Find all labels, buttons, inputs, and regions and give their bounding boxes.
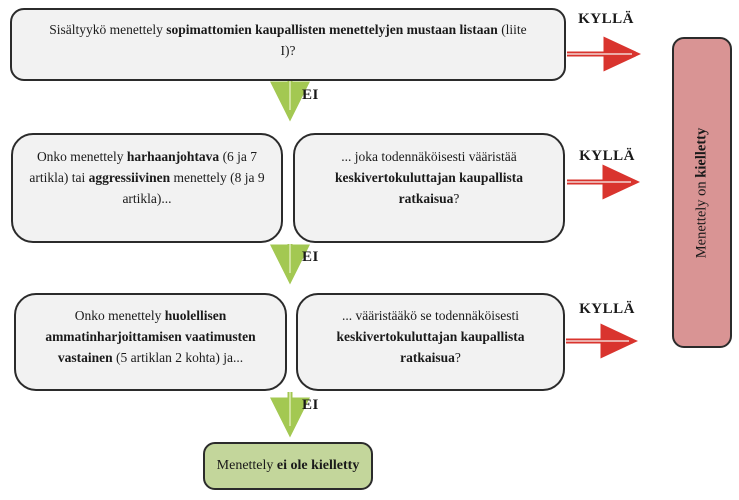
question-box-misleading-aggressive-text: Onko menettely harhaanjohtava (6 ja 7 ar… [29, 149, 265, 206]
allowed-result-text: Menettely ei ole kielletty [216, 458, 360, 473]
no-label-2: EI [302, 249, 319, 265]
no-label-3: EI [302, 397, 319, 413]
yes-label-3: KYLLÄ [579, 301, 635, 317]
question-box-distorts-decision: ... joka todennäköisesti vääristää keski… [293, 133, 565, 243]
question-box-professional-diligence: Onko menettely huolellisen ammatinharjoi… [14, 293, 287, 391]
question-box-misleading-aggressive: Onko menettely harhaanjohtava (6 ja 7 ar… [11, 133, 283, 243]
question-box-distorts-decision-text: ... joka todennäköisesti vääristää keski… [335, 149, 523, 206]
yes-label-1: KYLLÄ [578, 11, 634, 27]
forbidden-result-box: Menettely on kielletty [672, 37, 732, 348]
question-box-professional-diligence-text: Onko menettely huolellisen ammatinharjoi… [45, 308, 256, 365]
question-box-likely-distorts-text: ... vääristääkö se todennäköisesti keski… [336, 308, 525, 365]
allowed-result-box: Menettely ei ole kielletty [203, 442, 373, 490]
question-box-blacklist: Sisältyykö menettely sopimattomien kaupa… [10, 8, 566, 81]
question-box-blacklist-text: Sisältyykö menettely sopimattomien kaupa… [49, 22, 527, 58]
yes-label-2: KYLLÄ [579, 148, 635, 164]
question-box-likely-distorts: ... vääristääkö se todennäköisesti keski… [296, 293, 565, 391]
forbidden-result-text: Menettely on kielletty [693, 127, 710, 258]
no-label-1: EI [302, 87, 319, 103]
